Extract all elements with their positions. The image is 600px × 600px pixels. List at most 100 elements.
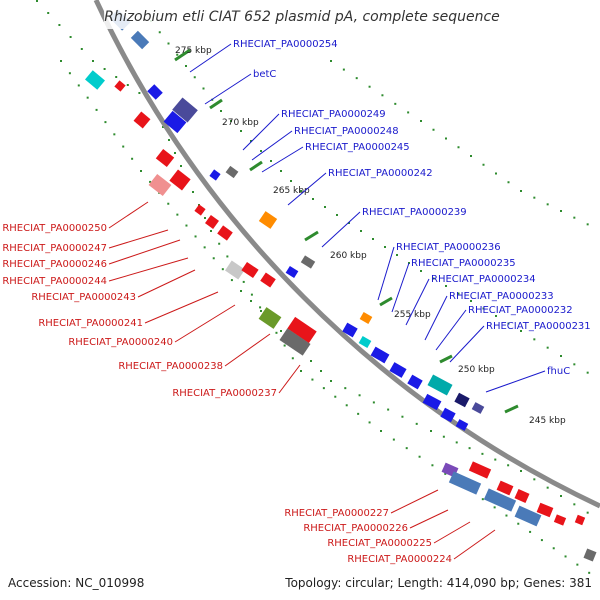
track-dot	[162, 126, 164, 128]
track-dot	[320, 370, 322, 372]
gene-block	[258, 307, 282, 329]
track-dot	[360, 230, 362, 232]
track-dot	[77, 84, 80, 87]
track-dot	[60, 60, 62, 62]
track-dot	[507, 464, 510, 467]
track-dot	[202, 87, 205, 90]
track-dot	[58, 24, 61, 26]
callout-leader	[424, 295, 448, 341]
track-dot	[226, 255, 229, 258]
track-dot	[212, 257, 215, 260]
track-dot	[176, 213, 179, 216]
track-dot	[86, 96, 89, 99]
track-dot	[493, 506, 496, 509]
track-dot	[149, 180, 152, 183]
track-dot	[392, 438, 395, 441]
track-dot	[176, 53, 179, 56]
tick-mark	[174, 48, 191, 62]
track-dot	[342, 68, 345, 71]
track-dot	[372, 401, 375, 404]
track-dot	[432, 277, 435, 280]
gene-block	[422, 393, 442, 411]
map-title: Rhizobium etli CIAT 652 plasmid pA, comp…	[104, 5, 500, 29]
gene-label-forward[interactable]: RHECIAT_PA0000224	[347, 554, 452, 565]
track-dot	[330, 380, 332, 382]
track-dot	[270, 160, 272, 162]
gene-label-reverse[interactable]: RHECIAT_PA0000232	[468, 305, 573, 316]
gene-label-reverse[interactable]: fhuC	[547, 366, 570, 377]
track-dot	[280, 170, 282, 172]
track-dot	[431, 464, 434, 467]
track-dot	[396, 254, 398, 256]
track-dot	[455, 441, 458, 444]
track-dot	[430, 430, 432, 432]
track-dot	[300, 370, 302, 372]
callout-leader	[405, 278, 430, 326]
track-dot	[69, 36, 72, 38]
gene-label-reverse[interactable]: RHECIAT_PA0000242	[328, 168, 433, 179]
gene-label-reverse[interactable]: RHECIAT_PA0000254	[233, 39, 338, 50]
track-dot	[407, 111, 410, 114]
gene-label-reverse[interactable]: RHECIAT_PA0000249	[281, 109, 386, 120]
track-dot	[220, 110, 222, 112]
gene-label-forward[interactable]: RHECIAT_PA0000240	[68, 337, 173, 348]
track-dot	[586, 511, 589, 514]
gene-block	[217, 225, 233, 241]
gene-block	[483, 488, 517, 512]
track-dot	[576, 563, 579, 566]
track-dot	[573, 216, 576, 219]
gene-label-reverse[interactable]: RHECIAT_PA0000236	[396, 242, 501, 253]
callout-leader	[433, 521, 471, 544]
gene-label-forward[interactable]: RHECIAT_PA0000237	[172, 388, 277, 399]
track-dot	[240, 290, 242, 292]
callout-leader	[321, 211, 361, 248]
accession-label: Accession: NC_010998	[8, 576, 145, 590]
track-dot	[80, 48, 83, 50]
gene-label-forward[interactable]: RHECIAT_PA0000241	[38, 318, 143, 329]
gene-label-forward[interactable]: RHECIAT_PA0000226	[303, 523, 408, 534]
gene-label-forward[interactable]: RHECIAT_PA0000227	[284, 508, 389, 519]
track-dot	[517, 522, 520, 525]
gene-label-forward[interactable]: RHECIAT_PA0000247	[2, 243, 107, 254]
gene-label-forward[interactable]: RHECIAT_PA0000250	[2, 223, 107, 234]
track-dot	[495, 315, 497, 317]
track-dot	[242, 280, 245, 283]
track-dot	[533, 478, 536, 481]
gene-label-forward[interactable]: RHECIAT_PA0000225	[327, 538, 432, 549]
gene-label-forward[interactable]: RHECIAT_PA0000238	[118, 361, 223, 372]
track-dot	[552, 547, 555, 550]
track-dot	[310, 360, 312, 362]
track-dot	[394, 102, 397, 105]
track-dot	[210, 230, 212, 232]
tick-mark	[504, 404, 519, 414]
track-dot	[372, 238, 374, 240]
tick-label: 265 kbp	[273, 186, 310, 196]
gene-label-reverse[interactable]: RHECIAT_PA0000235	[411, 258, 516, 269]
callout-leader	[174, 304, 236, 343]
gene-block	[455, 419, 469, 431]
track-dot	[131, 157, 134, 160]
gene-label-reverse[interactable]: RHECIAT_PA0000233	[449, 291, 554, 302]
gene-label-reverse[interactable]: RHECIAT_PA0000231	[486, 321, 591, 332]
gene-label-forward[interactable]: RHECIAT_PA0000244	[2, 276, 107, 287]
track-dot	[401, 415, 404, 418]
gene-label-reverse[interactable]: RHECIAT_PA0000234	[431, 274, 536, 285]
track-dot	[560, 355, 562, 357]
track-dot	[495, 172, 497, 175]
gene-label-reverse[interactable]: RHECIAT_PA0000248	[294, 126, 399, 137]
gene-label-reverse[interactable]: RHECIAT_PA0000245	[305, 142, 410, 153]
callout-leader	[278, 364, 301, 394]
gene-label-forward[interactable]: RHECIAT_PA0000243	[31, 292, 136, 303]
track-dot	[68, 72, 71, 75]
gene-label-forward[interactable]: RHECIAT_PA0000246	[2, 259, 107, 270]
track-dot	[167, 42, 170, 45]
tick-label: 250 kbp	[458, 365, 495, 375]
gene-label-reverse[interactable]: betC	[253, 69, 276, 80]
track-dot	[126, 84, 129, 86]
track-dot	[180, 165, 182, 167]
gene-label-reverse[interactable]: RHECIAT_PA0000239	[362, 207, 467, 218]
track-dot	[368, 85, 371, 88]
callout-leader	[409, 509, 449, 529]
feature-dot-track	[36, 0, 591, 574]
